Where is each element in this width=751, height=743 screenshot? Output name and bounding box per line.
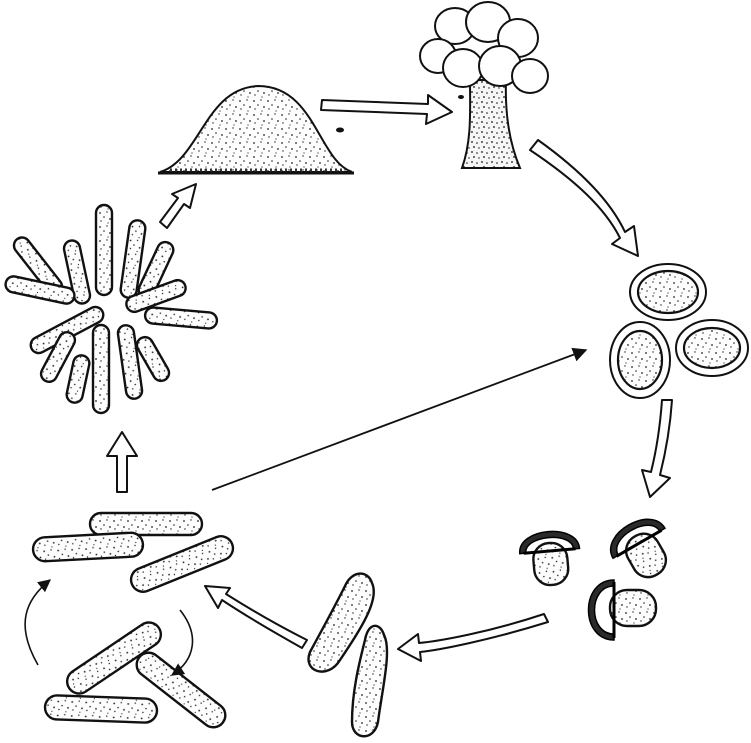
myxospores: [610, 264, 748, 398]
cycle-arrows: [107, 95, 672, 661]
arrow-vegetative-to-aggregation: [107, 432, 137, 492]
vegetative-cells: [25, 513, 236, 732]
arrow-fruiting-to-spores: [530, 140, 638, 256]
arrow-aggregation-to-mound: [160, 184, 196, 228]
fruiting-body: [336, 2, 548, 168]
emerging-rods: [308, 574, 387, 737]
arrow-mound-to-fruiting: [321, 95, 452, 124]
arrow-germination-to-rods: [398, 614, 548, 661]
arrow-vegetative-to-spores: [212, 350, 586, 490]
aggregating-cells: [4, 205, 217, 413]
mound: [158, 86, 354, 173]
arrow-spores-to-germination: [642, 400, 672, 497]
arrow-rods-to-vegetative: [205, 586, 307, 648]
